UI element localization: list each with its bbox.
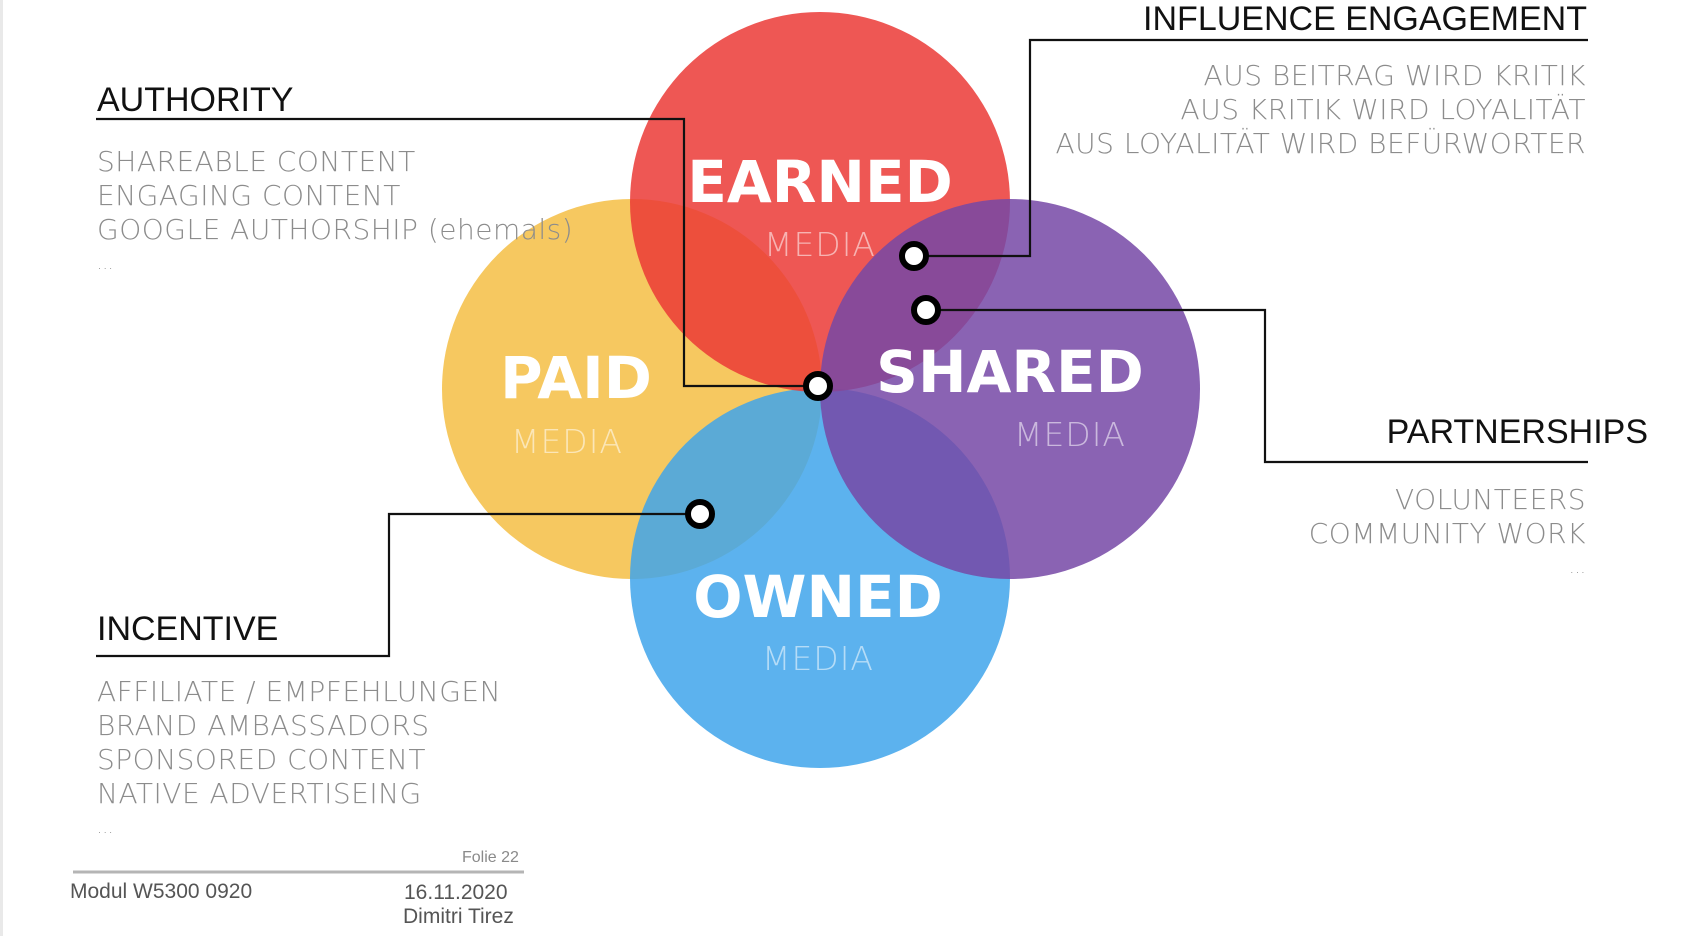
- authority-heading: AUTHORITY: [97, 81, 294, 119]
- incentive-marker-dot: [685, 499, 715, 529]
- authority-marker-dot: [803, 371, 833, 401]
- partnerships-connector-line: [926, 308, 1588, 464]
- influence-list: AUS BEITRAG WIRD KRITIK AUS KRITIK WIRD …: [1056, 59, 1586, 161]
- incentive-list: AFFILIATE / EMPFEHLUNGEN BRAND AMBASSADO…: [97, 675, 501, 845]
- partnerships-item: COMMUNITY WORK: [1308, 517, 1586, 550]
- owned-title: OWNED: [693, 563, 943, 631]
- partnerships-item-ellipsis: ...: [1569, 558, 1586, 577]
- paid-subtitle: MEDIA: [511, 422, 623, 461]
- partnerships-marker-dot: [911, 295, 941, 325]
- authority-item-ellipsis: ...: [97, 254, 114, 273]
- owned-subtitle: MEDIA: [762, 639, 874, 678]
- shared-media-circle: [820, 199, 1200, 579]
- partnerships-item: VOLUNTEERS: [1394, 483, 1586, 516]
- authority-connector-line: [96, 117, 818, 388]
- incentive-item-ellipsis: ...: [97, 818, 114, 837]
- partnerships-heading: PARTNERSHIPS: [1386, 413, 1648, 451]
- authority-item: GOOGLE AUTHORSHIP (ehemals): [97, 213, 574, 246]
- shared-title: SHARED: [876, 338, 1144, 406]
- influence-item: AUS LOYALITÄT WIRD BEFÜRWORTER: [1055, 127, 1586, 160]
- influence-heading: INFLUENCE ENGAGEMENT: [1143, 0, 1587, 38]
- influence-item: AUS KRITIK WIRD LOYALITÄT: [1180, 93, 1586, 126]
- partnerships-list: VOLUNTEERS COMMUNITY WORK ...: [1309, 483, 1586, 585]
- incentive-item: SPONSORED CONTENT: [97, 743, 426, 776]
- authority-item: SHAREABLE CONTENT: [97, 145, 416, 178]
- module-label: Modul W5300 0920: [70, 880, 253, 903]
- influence-item: AUS BEITRAG WIRD KRITIK: [1203, 59, 1586, 92]
- incentive-heading: INCENTIVE: [97, 610, 279, 648]
- slide-number: Folie 22: [462, 849, 519, 866]
- shared-subtitle: MEDIA: [1014, 415, 1126, 454]
- slide-left-edge: [0, 0, 3, 936]
- incentive-item: AFFILIATE / EMPFEHLUNGEN: [97, 675, 502, 708]
- influence-connector-line: [914, 38, 1588, 258]
- paid-title: PAID: [500, 344, 652, 412]
- slide-date: 16.11.2020: [404, 881, 508, 904]
- incentive-item: BRAND AMBASSADORS: [97, 709, 430, 742]
- earned-subtitle: MEDIA: [764, 225, 876, 264]
- influence-marker-dot: [899, 241, 929, 271]
- slide-author: Dimitri Tirez: [403, 905, 514, 928]
- incentive-connector-line: [96, 512, 700, 658]
- earned-title: EARNED: [687, 148, 952, 216]
- circles-group: [442, 12, 1200, 768]
- authority-item: ENGAGING CONTENT: [97, 179, 401, 212]
- incentive-item: NATIVE ADVERTISEING: [97, 777, 422, 810]
- authority-list: SHAREABLE CONTENT ENGAGING CONTENT GOOGL…: [97, 145, 573, 281]
